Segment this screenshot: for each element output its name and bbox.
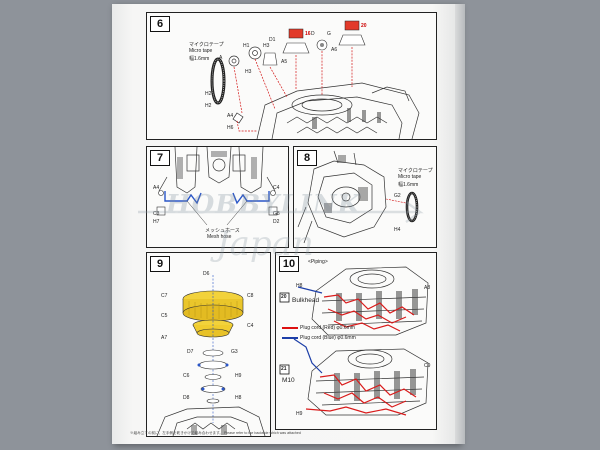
step-10-part-label: H9	[296, 411, 303, 417]
step-10-part-label: A8	[424, 285, 431, 291]
step-7-part-label: H7	[153, 219, 160, 225]
step-9-part-label: G3	[231, 349, 238, 355]
step-9-part-label: C6	[183, 373, 190, 379]
step-9-drawing	[156, 275, 266, 436]
step-10-drawing	[279, 266, 429, 416]
step-8-part-label: G2	[394, 193, 401, 199]
step-10-piping-title: <Piping>	[308, 259, 328, 265]
sheet-edge-shadow	[455, 4, 465, 444]
step-6-tape-label-jp: マイクロテープ	[189, 42, 224, 48]
step-8-number: 8	[297, 150, 317, 166]
step-6-part-label: D	[311, 31, 315, 37]
legend-red-label: Plug cord (Red) φ0.6mm	[300, 325, 355, 331]
step-6-part-label: A4	[227, 113, 234, 119]
step-9-part-label: C4	[247, 323, 254, 329]
step-7-hose-label-jp: メッシュホース	[205, 228, 240, 234]
step-6-part-label: H3	[245, 69, 252, 75]
step-8-panel: 8 マイクロテープ Micro tape 幅1.6mm G2 H4	[293, 146, 437, 248]
step-9-number: 9	[150, 256, 170, 272]
footer-note: ※組み立ての前に、左手側を乾きかけで組み合わせます。 Please refer …	[130, 431, 301, 435]
legend-blue-label: Plug cord (Blue) φ0.6mm	[300, 335, 356, 341]
step-6-tape-label-en: Micro tape	[189, 48, 213, 54]
step-8-tape-width: 幅1.6mm	[398, 182, 419, 188]
step-7-panel: 7 A4 C3 C4	[146, 146, 289, 248]
step-6-red-part-marker: 16	[305, 31, 311, 37]
legend-blue-swatch	[282, 337, 298, 339]
step-7-part-label: G8	[273, 211, 280, 217]
step-9-part-label: H9	[235, 373, 242, 379]
step-9-panel: 9	[146, 252, 271, 437]
step-6-part-label: H1	[243, 43, 250, 49]
step-9-part-label: C5	[161, 313, 168, 319]
step-6-tape-width: 幅1.6mm	[189, 56, 210, 62]
step-10-marker-bottom: 21	[281, 366, 287, 372]
step-7-part-label: A4	[153, 185, 160, 191]
step-6-part-label: G	[327, 31, 331, 37]
step-6-number: 6	[150, 16, 170, 32]
step-8-part-label: H4	[394, 227, 401, 233]
step-8-tape-label-jp: マイクロテープ	[398, 168, 433, 174]
step-9-part-label: C8	[247, 293, 254, 299]
step-10-m10-label: M10	[282, 377, 295, 384]
step-10-bulkhead-label: Bulkhead	[292, 297, 320, 304]
step-7-part-label: C4	[273, 185, 280, 191]
step-6-drawing	[210, 20, 420, 139]
step-10-number: 10	[279, 256, 299, 272]
step-6-part-label: D1	[269, 37, 276, 43]
step-10-panel: 10 <Piping>	[275, 252, 437, 430]
step-8-drawing	[297, 150, 419, 244]
step-9-part-label: H8	[235, 395, 242, 401]
step-9-part-label: A7	[161, 335, 168, 341]
step-7-hose-label-en: Mesh hose	[207, 234, 232, 240]
step-9-part-label: D7	[187, 349, 194, 355]
step-6-part-label: H2	[205, 103, 212, 109]
step-6-part-label: H3	[263, 43, 270, 49]
legend-red-swatch	[282, 327, 298, 329]
step-10-part-label: C9	[424, 363, 431, 369]
step-6-part-label: A6	[331, 47, 338, 53]
step-7-part-label: C3	[153, 211, 160, 217]
step-8-tape-label-en: Micro tape	[398, 174, 422, 180]
step-6-red-part-marker: 20	[361, 23, 367, 29]
step-6-part-label: A	[219, 55, 223, 61]
step-6-part-label: H6	[227, 125, 234, 131]
step-6-part-label: H2	[205, 91, 212, 97]
step-6-panel: 6	[146, 12, 437, 140]
step-10-part-label: H8	[296, 283, 303, 289]
step-10-marker-top: 20	[281, 294, 287, 300]
step-7-part-label: D2	[273, 219, 280, 225]
step-6-part-label: A5	[281, 59, 288, 65]
step-7-drawing	[156, 147, 278, 226]
step-9-part-label: D8	[183, 395, 190, 401]
step-9-part-label: D6	[203, 271, 210, 277]
step-9-part-label: C7	[161, 293, 168, 299]
step-7-number: 7	[150, 150, 170, 166]
